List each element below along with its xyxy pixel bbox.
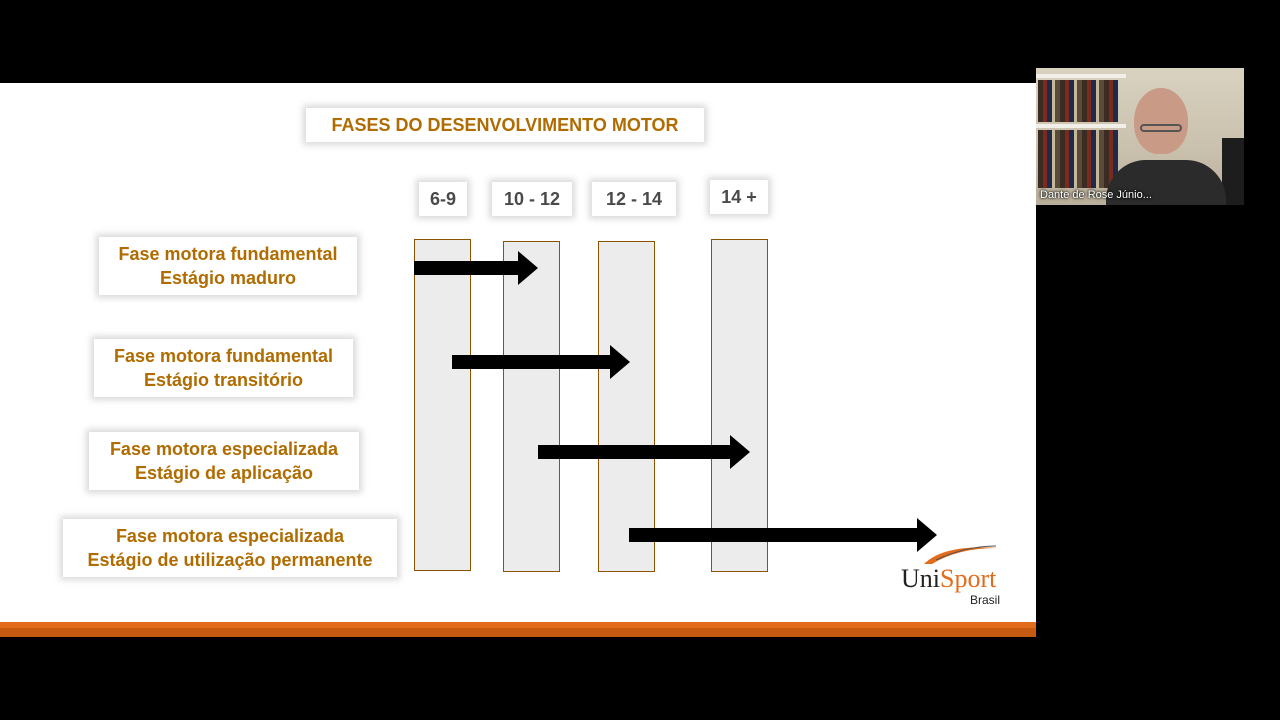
- books: [1038, 130, 1118, 188]
- phase-label-2-line1: Fase motora fundamental: [113, 346, 334, 366]
- phase-label-1: Fase motora fundamental Estágio maduro: [99, 237, 357, 295]
- phase-arrow-1: [414, 251, 538, 285]
- phase-label-3-line1: Fase motora especializada: [109, 439, 339, 459]
- age-column-12-14: [598, 241, 655, 572]
- phase-arrow-4: [629, 518, 937, 552]
- age-header-10-12: 10 - 12: [492, 182, 572, 216]
- phase-label-3-line2: Estágio de aplicação: [134, 463, 314, 483]
- logo-uni-text: Uni: [901, 564, 940, 593]
- age-column-10-12: [503, 241, 560, 572]
- logo-swoosh-icon: [924, 545, 998, 564]
- phase-arrow-2: [452, 345, 630, 379]
- participant-glasses: [1140, 124, 1182, 132]
- background-door: [1222, 138, 1244, 205]
- presentation-slide: FASES DO DESENVOLVIMENTO MOTOR 6-9 10 - …: [0, 83, 1036, 637]
- unisport-brasil-logo: UniSport Brasil: [896, 538, 1026, 608]
- phase-label-4: Fase motora especializada Estágio de uti…: [63, 519, 397, 577]
- age-column-14-plus: [711, 239, 768, 572]
- phase-label-1-line2: Estágio maduro: [159, 268, 297, 288]
- phase-label-1-line1: Fase motora fundamental: [118, 244, 338, 264]
- phase-label-4-line1: Fase motora especializada: [115, 526, 345, 546]
- footer-stripe-dark: [0, 628, 1036, 637]
- bookshelf: [1036, 124, 1126, 128]
- participant-head: [1134, 88, 1188, 154]
- phase-label-3: Fase motora especializada Estágio de apl…: [89, 432, 359, 490]
- slide-title: FASES DO DESENVOLVIMENTO MOTOR: [306, 108, 704, 142]
- phase-label-2-line2: Estágio transitório: [143, 370, 304, 390]
- footer-stripe-light: [0, 622, 1036, 628]
- logo-brasil-text: Brasil: [970, 593, 1001, 607]
- age-header-14-plus: 14 +: [710, 180, 768, 214]
- phase-arrow-3: [538, 435, 750, 469]
- participant-name: Dante de Rose Júnio...: [1040, 189, 1152, 201]
- participant-video-tile[interactable]: Dante de Rose Júnio...: [1036, 68, 1244, 205]
- phase-label-2: Fase motora fundamental Estágio transitó…: [94, 339, 353, 397]
- age-header-12-14: 12 - 14: [592, 182, 676, 216]
- logo-wordmark: UniSport: [901, 564, 996, 594]
- logo-sport-text: Sport: [940, 564, 997, 593]
- phase-label-4-line2: Estágio de utilização permanente: [87, 550, 373, 570]
- books: [1038, 80, 1118, 122]
- bookshelf: [1036, 74, 1126, 78]
- age-column-6-9: [414, 239, 471, 571]
- age-header-6-9: 6-9: [419, 182, 467, 216]
- participant-shirt: [1106, 160, 1226, 205]
